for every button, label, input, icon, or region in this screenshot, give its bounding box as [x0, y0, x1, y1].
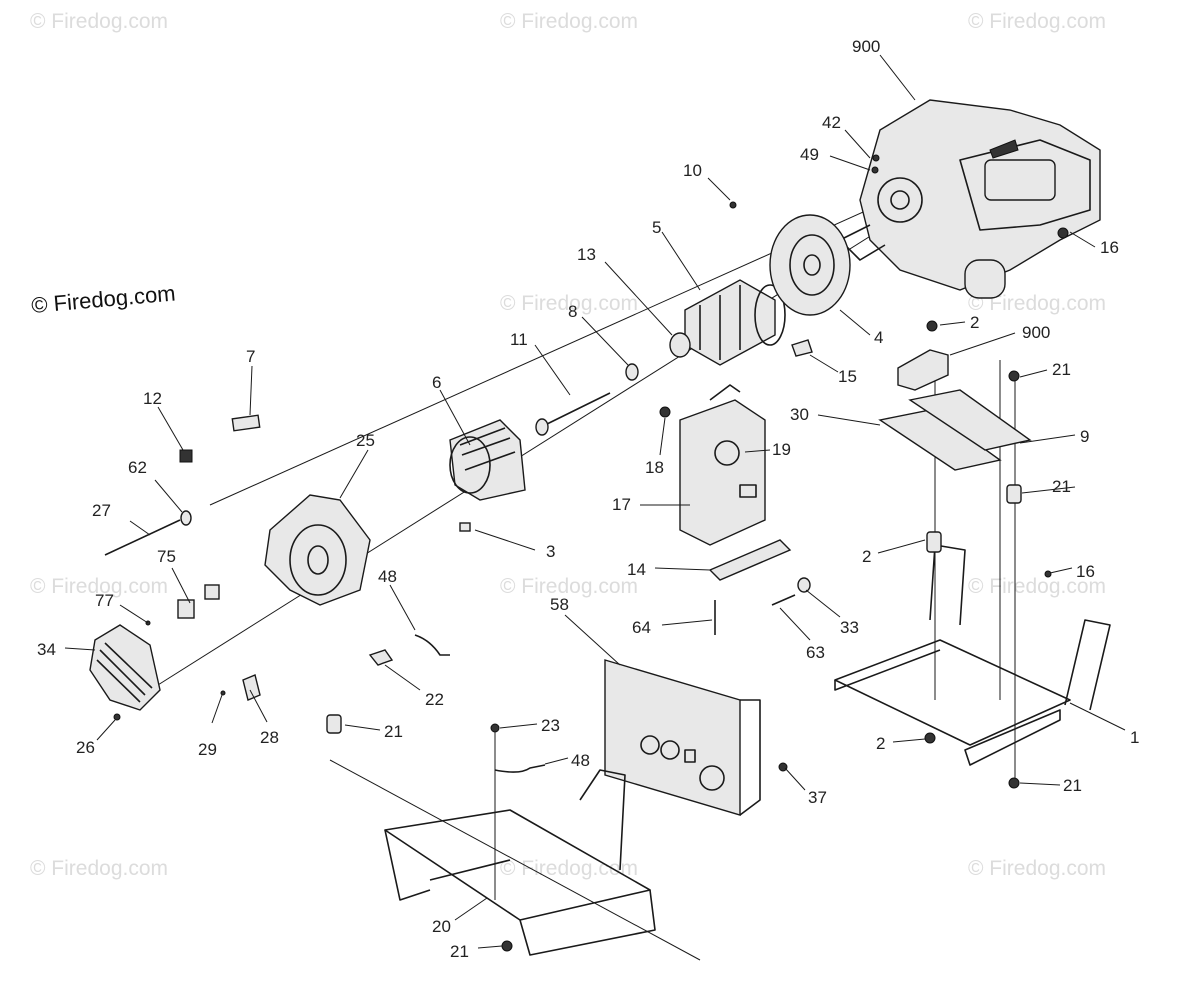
rear-bearing-carrier-part	[264, 494, 371, 606]
mount-bracket-30	[878, 409, 1002, 471]
callout-label: 15	[838, 367, 857, 386]
frame-right-part	[834, 544, 1111, 766]
washer-part	[180, 510, 192, 526]
callout-label: 34	[37, 640, 56, 659]
gasket-part	[791, 339, 813, 357]
brush-holder-part	[204, 584, 220, 600]
frame-left-part	[384, 769, 656, 956]
bolt-63-part	[771, 594, 796, 606]
engine-mount-part	[897, 349, 949, 391]
fan-part	[769, 214, 851, 316]
bracket-14-part	[708, 539, 792, 581]
callout-label: 58	[550, 595, 569, 614]
callout-label: 27	[92, 501, 111, 520]
watermark: © Firedog.com	[500, 575, 638, 598]
callout-label: 10	[683, 161, 702, 180]
callout-label: 48	[378, 567, 397, 586]
callout-label: 12	[143, 389, 162, 408]
callout-label: 13	[577, 245, 596, 264]
callout-label: 21	[1052, 477, 1071, 496]
callout-label: 16	[1100, 238, 1119, 257]
control-panel-part	[604, 659, 761, 816]
cover-bracket-part	[242, 674, 261, 701]
callout-label: 77	[95, 591, 114, 610]
end-cover-grille-part	[89, 624, 161, 711]
callout-label: 6	[432, 373, 441, 392]
watermark: © Firedog.com	[968, 292, 1106, 315]
callout-label: 7	[246, 347, 255, 366]
callout-label: 9	[1080, 427, 1089, 446]
callout-label: 33	[840, 618, 859, 637]
mount-bracket-9	[908, 389, 1032, 451]
callout-leaders	[64, 54, 1126, 949]
callout-label: 20	[432, 917, 451, 936]
wire-harness-part	[414, 634, 450, 656]
callout-label: 14	[627, 560, 646, 579]
watermark: © Firedog.com	[968, 10, 1106, 33]
muffler-part	[679, 384, 766, 546]
callout-label: 11	[510, 330, 528, 349]
callout-label: 63	[806, 643, 825, 662]
washer-33-part	[797, 577, 811, 593]
callout-label: 17	[612, 495, 631, 514]
callout-label: 48	[571, 751, 590, 770]
callout-label: 2	[876, 734, 885, 753]
watermark: © Firedog.com	[500, 10, 638, 33]
callout-label: 21	[384, 722, 403, 741]
callout-label: 25	[356, 431, 375, 450]
watermark: © Firedog.com	[968, 575, 1106, 598]
wire-harness-part	[494, 764, 546, 773]
callout-label: 49	[800, 145, 819, 164]
bracket-part	[231, 414, 261, 432]
callout-label: 21	[1052, 360, 1071, 379]
callout-label: 29	[198, 740, 217, 759]
callout-label: 900	[852, 37, 880, 56]
clamp-part	[368, 649, 394, 666]
callout-label: 16	[1076, 562, 1095, 581]
callout-label: 3	[546, 542, 555, 561]
copyright-label: © Firedog.com	[30, 280, 176, 318]
watermark-layer: © Firedog.com © Firedog.com © Firedog.co…	[30, 10, 1106, 880]
nut-part	[179, 449, 193, 463]
watermark: © Firedog.com	[30, 857, 168, 880]
watermark: © Firedog.com	[500, 292, 638, 315]
key-part	[459, 522, 471, 532]
callout-label: 900	[1022, 323, 1050, 342]
callout-label: 42	[822, 113, 841, 132]
callout-label: 5	[652, 218, 661, 237]
callout-label: 64	[632, 618, 651, 637]
rotor-assembly	[669, 279, 786, 366]
callout-labels: 900 42 49 10 16 5 13 2 900 8 4 15 11 21 …	[37, 37, 1139, 961]
stator-part	[449, 419, 526, 501]
callout-label: 19	[772, 440, 791, 459]
through-bolt-part	[535, 392, 611, 436]
callout-label: 21	[450, 942, 469, 961]
callout-label: 4	[874, 328, 883, 347]
callout-label: 8	[568, 302, 577, 321]
watermark: © Firedog.com	[30, 10, 168, 33]
callout-label: 62	[128, 458, 147, 477]
callout-label: 21	[1063, 776, 1082, 795]
washer-part	[625, 363, 639, 381]
callout-label: 75	[157, 547, 176, 566]
callout-label: 23	[541, 716, 560, 735]
callout-label: 37	[808, 788, 827, 807]
callout-label: 2	[862, 547, 871, 566]
long-bolt-part	[104, 519, 181, 556]
engine-900	[839, 99, 1101, 299]
brush-holder-part	[177, 599, 195, 619]
watermark: © Firedog.com	[968, 857, 1106, 880]
callout-label: 26	[76, 738, 95, 757]
callout-label: 1	[1130, 728, 1139, 747]
watermark: © Firedog.com	[500, 857, 638, 880]
callout-label: 30	[790, 405, 809, 424]
watermark: © Firedog.com	[30, 575, 168, 598]
callout-label: 22	[425, 690, 444, 709]
hardware-group	[113, 154, 1069, 952]
callout-label: 18	[645, 458, 664, 477]
callout-label: 2	[970, 313, 979, 332]
callout-label: 28	[260, 728, 279, 747]
